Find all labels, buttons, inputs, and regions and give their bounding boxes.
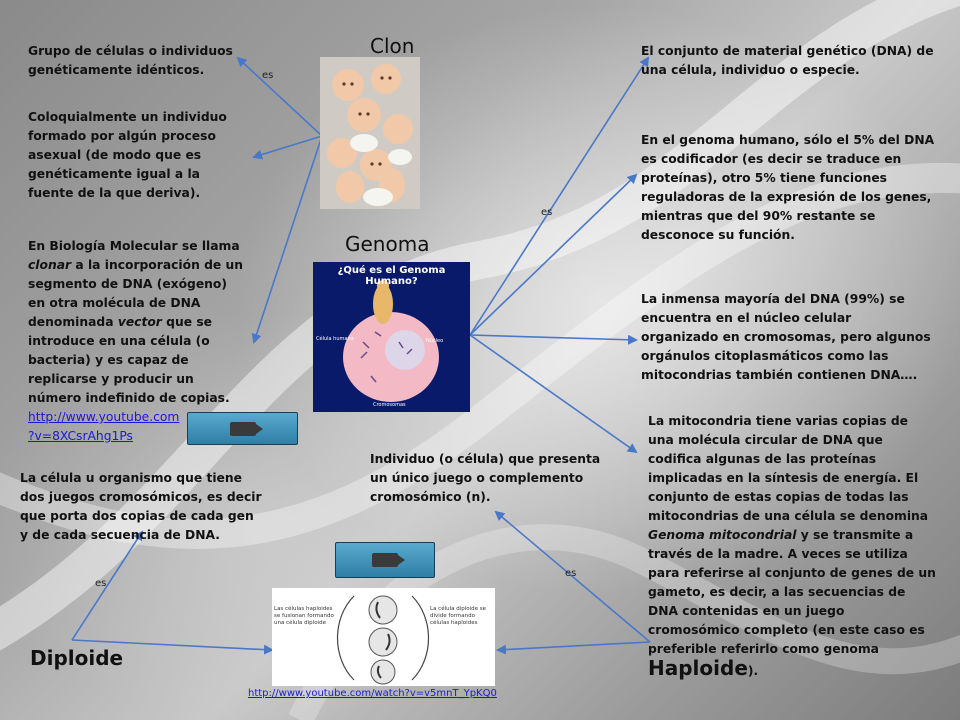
es-label-haploide: es (565, 568, 577, 579)
es-label-clon: es (262, 70, 274, 81)
video-camera-icon (372, 553, 405, 567)
arrow-clon-def1 (236, 56, 323, 137)
genoma-def-3: La inmensa mayoría del DNA (99%) se encu… (641, 292, 931, 382)
genoma-def-2: En el genoma humano, sólo el 5% del DNA … (641, 133, 935, 242)
title-genoma: Genoma (345, 232, 430, 256)
title-diploide: Diploide (30, 646, 124, 670)
genoma-image-title: ¿Qué es el Genoma Humano? (337, 265, 446, 287)
es-label-genoma: es (541, 207, 553, 218)
genoma-def-4: La mitocondria tiene varias copias de un… (648, 414, 936, 680)
cycle-left-text: Las células haploides se fusionan forman… (274, 606, 334, 626)
genoma-image-label-chromosomes: Cromosomas (373, 402, 406, 408)
arrow-haploide-image (496, 641, 651, 655)
youtube-link-haploide[interactable]: http://www.youtube.com/watch?v=v5mnT_YpK… (248, 688, 497, 699)
genoma-image-label-cell: Célula humana (316, 336, 354, 342)
clon-def-2: Coloquialmente un individuo formado por … (28, 110, 227, 200)
arrow-genoma-def2 (469, 173, 638, 336)
es-label-diploide: es (95, 578, 107, 589)
haploid-diploid-cycle-image: Las células haploides se fusionan forman… (272, 588, 495, 686)
clon-babies-image (320, 57, 420, 209)
video-button-haploide[interactable] (335, 542, 435, 578)
clon-def-1: Grupo de células o individuos genéticame… (28, 44, 233, 77)
arrow-clon-def3 (251, 135, 323, 344)
genoma-diagram-image: ¿Qué es el Genoma Humano? Célula humana … (313, 262, 470, 412)
clon-def-3: En Biología Molecular se llama clonar a … (28, 239, 244, 443)
haploide-def: Individuo (o célula) que presenta un úni… (370, 452, 601, 504)
title-haploide: Haploide (648, 656, 748, 680)
title-clon: Clon (370, 34, 415, 58)
genoma-image-label-nucleus: Núcleo (426, 338, 444, 344)
video-button-clon[interactable] (187, 412, 298, 445)
arrow-genoma-def3 (469, 334, 638, 345)
arrow-genoma-def4 (469, 334, 638, 454)
arrow-genoma-def1 (469, 56, 650, 336)
video-camera-icon (229, 421, 263, 436)
youtube-link-clon[interactable]: http://www.youtube.com?v=8XCsrAhg1Ps (28, 410, 180, 443)
arrow-haploide-def (494, 510, 651, 643)
genoma-def-1: El conjunto de material genético (DNA) d… (641, 44, 934, 77)
arrow-clon-def2 (252, 135, 323, 160)
diploide-def: La célula u organismo que tiene dos jueg… (20, 471, 262, 542)
arrow-diploide-def (71, 530, 144, 641)
arrow-diploide-image (71, 639, 274, 655)
cycle-right-text: La célula diploide se divide formando cé… (430, 606, 487, 626)
